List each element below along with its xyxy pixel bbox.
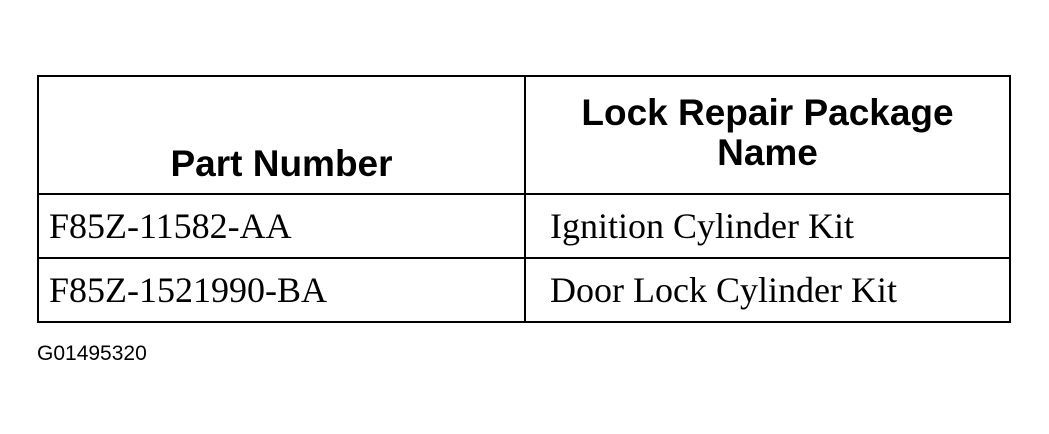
header-package-name: Lock Repair Package Name — [524, 75, 1011, 195]
header-part-number: Part Number — [37, 75, 526, 195]
package-name-cell: Door Lock Cylinder Kit — [524, 257, 1011, 323]
part-number-cell: F85Z-11582-AA — [37, 193, 526, 259]
table-row: F85Z-11582-AA Ignition Cylinder Kit — [37, 193, 1011, 259]
part-number-cell: F85Z-1521990-BA — [37, 257, 526, 323]
table-header-row: Part Number Lock Repair Package Name — [37, 75, 1011, 195]
table-row: F85Z-1521990-BA Door Lock Cylinder Kit — [37, 257, 1011, 323]
lock-repair-package-table: Part Number Lock Repair Package Name F85… — [37, 75, 1011, 323]
figure-id-label: G01495320 — [37, 342, 147, 365]
package-name-cell: Ignition Cylinder Kit — [524, 193, 1011, 259]
